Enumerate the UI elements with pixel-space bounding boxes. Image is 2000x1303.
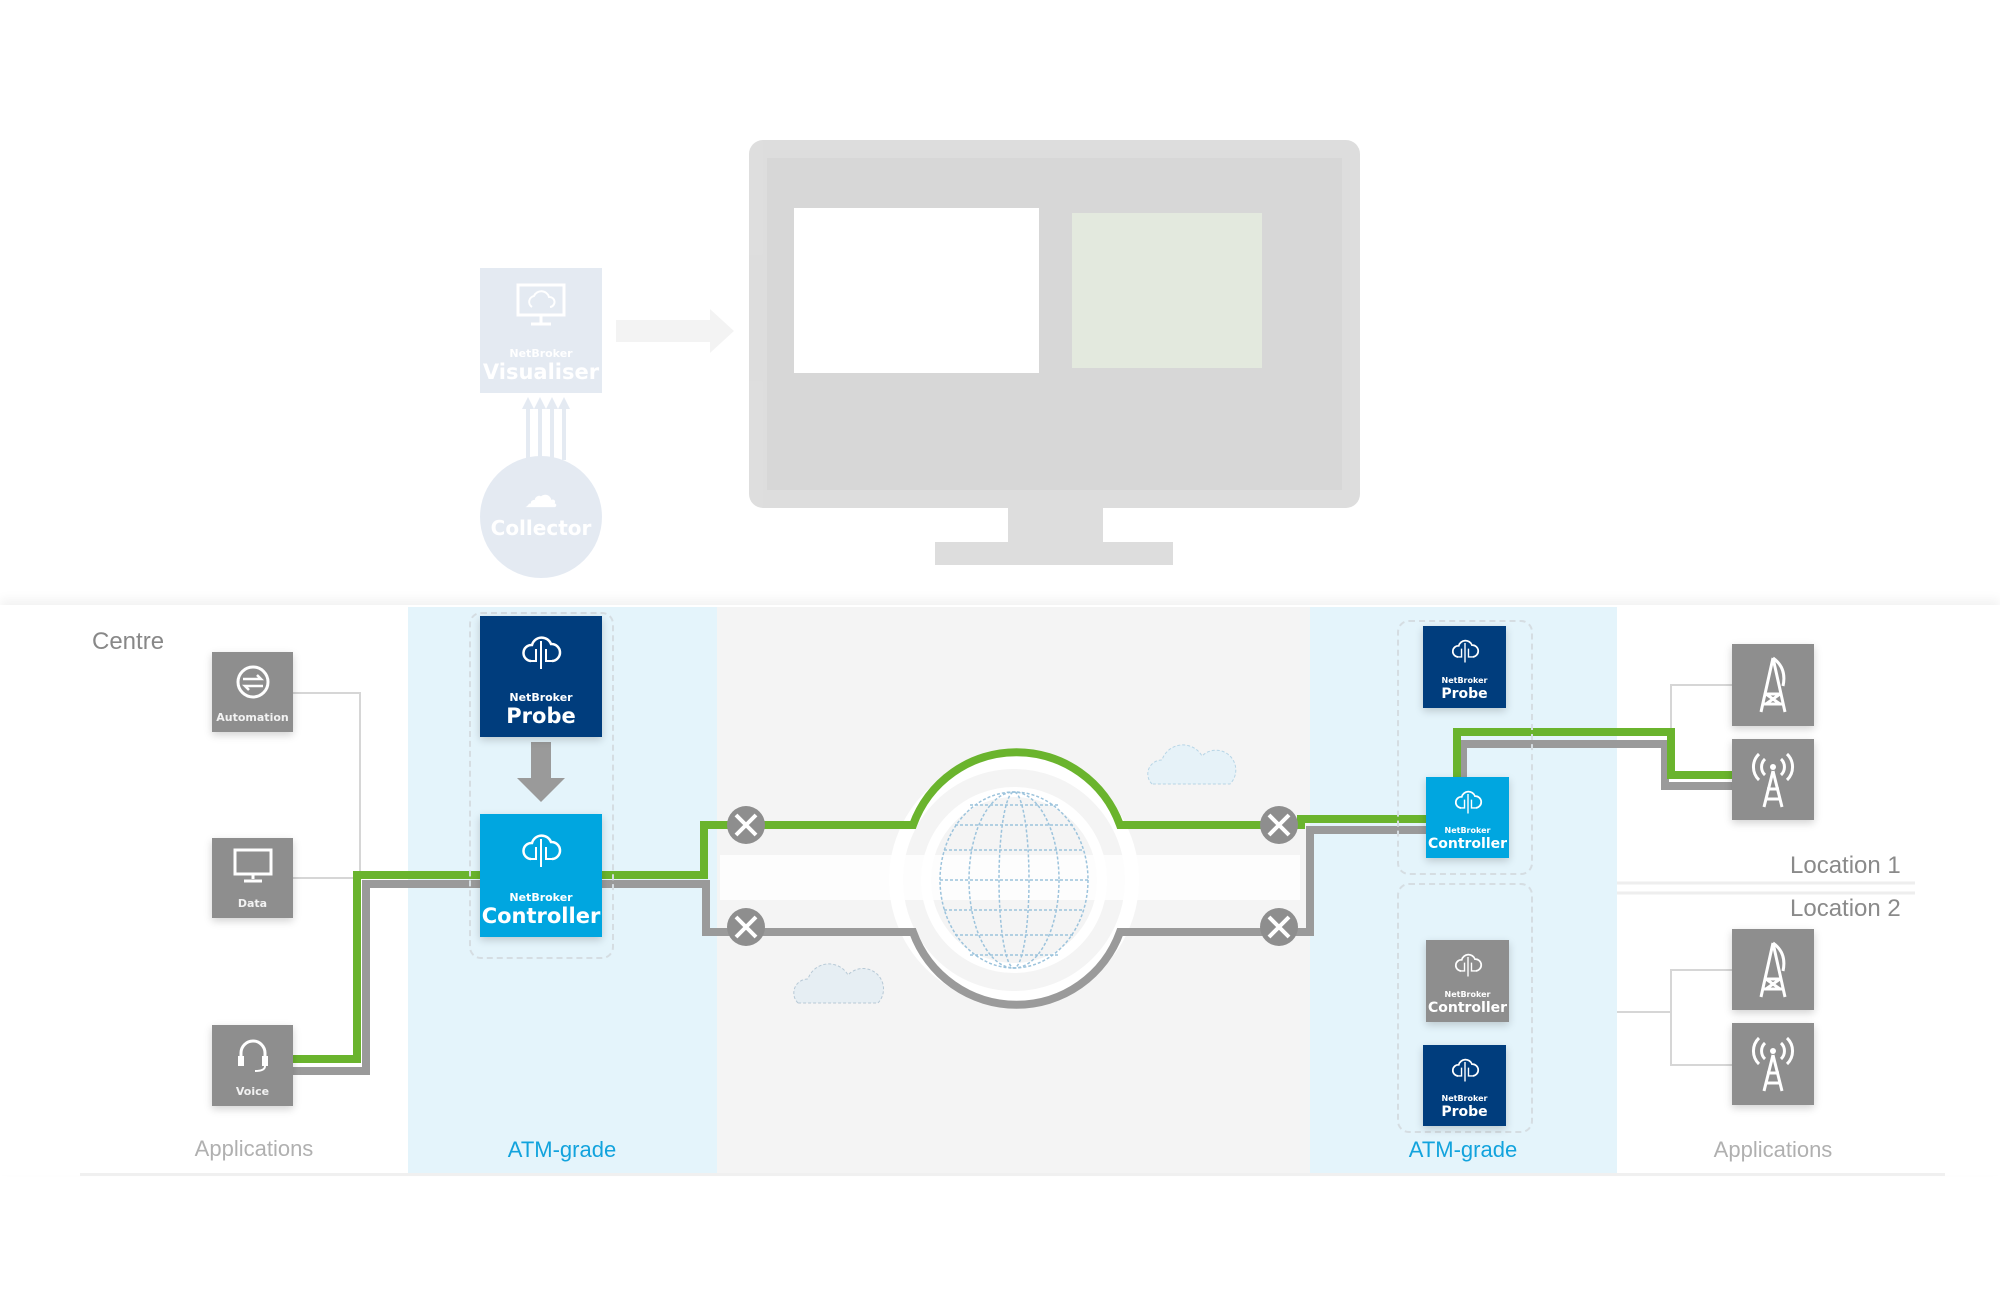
remote-atm-grade-label: ATM-grade: [1408, 1137, 1518, 1162]
remote-group-location2: [1397, 883, 1533, 1133]
router-icons: [727, 806, 1298, 946]
remote-probe-location1[interactable]: NetBroker Probe: [1423, 626, 1506, 708]
app-label: Automation: [216, 711, 289, 724]
location-2-label: Location 2: [1790, 895, 1901, 922]
centre-applications-label: Applications: [194, 1136, 314, 1161]
radio-tower-icon: [1732, 1033, 1814, 1097]
cloud-icon-left: [793, 963, 884, 1004]
remote-group-location1: [1397, 620, 1533, 875]
backup-path: [293, 740, 1732, 1075]
collector-arrows: [522, 397, 570, 460]
link-location2: [1617, 969, 1732, 1066]
cloud-network-icon: [1423, 1055, 1506, 1087]
controller-brand: NetBroker: [1444, 826, 1491, 836]
monitor-icon: [212, 848, 293, 888]
probe-name: Probe: [1441, 1104, 1488, 1121]
headset-icon: [212, 1035, 293, 1079]
visualiser-tile: NetBroker Visualiser: [480, 268, 602, 393]
cloud-icon-right: [1147, 744, 1237, 785]
radar-tower-icon: [1732, 654, 1814, 718]
router-icon: [727, 806, 765, 844]
cloud-network-icon: [480, 829, 602, 873]
app-data[interactable]: Data: [212, 838, 293, 918]
dashboard-screenshot: [767, 158, 1342, 490]
centre-controller[interactable]: NetBroker Controller: [480, 814, 602, 937]
monitor-cloud-icon: [480, 283, 602, 331]
radio-tower-location2[interactable]: [1732, 1023, 1814, 1105]
app-automation[interactable]: Automation: [212, 652, 293, 732]
remote-controller-location2[interactable]: NetBroker Controller: [1426, 940, 1509, 1022]
remote-applications-label: Applications: [1713, 1137, 1833, 1162]
controller-name: Controller: [1427, 1000, 1508, 1017]
router-icon: [1260, 908, 1298, 946]
centre-title: Centre: [92, 628, 165, 655]
arrow-head: [710, 309, 734, 353]
cloud-network-icon: [480, 631, 602, 675]
remote-controller-location1[interactable]: NetBroker Controller: [1426, 777, 1509, 858]
controller-brand: NetBroker: [509, 890, 573, 904]
visualiser-name: Visualiser: [482, 359, 600, 384]
probe-name: Probe: [1441, 686, 1488, 703]
cloud-network-icon: [1426, 787, 1509, 819]
router-icon: [727, 908, 765, 946]
probe-name: Probe: [506, 703, 576, 728]
location-1-label: Location 1: [1790, 852, 1901, 879]
radio-tower-icon: [1732, 749, 1814, 813]
probe-brand: NetBroker: [1441, 676, 1488, 686]
monitor-base: [935, 542, 1173, 565]
app-voice[interactable]: Voice: [212, 1025, 293, 1106]
radio-tower-location1[interactable]: [1732, 739, 1814, 820]
controller-brand: NetBroker: [1444, 990, 1491, 1000]
controller-name: Controller: [1427, 836, 1508, 853]
arrow-right-icon: [616, 320, 711, 342]
airplanes-cycle-icon: [212, 662, 293, 706]
monitor-neck: [1008, 508, 1103, 542]
globe-icon: [939, 791, 1089, 969]
router-icon: [1260, 806, 1298, 844]
monitor-screen: [749, 140, 1360, 508]
centre-node-group: [469, 612, 614, 959]
probe-to-controller-arrow: [517, 742, 565, 802]
primary-path: [293, 728, 1732, 1063]
radar-tower-location2[interactable]: [1732, 929, 1814, 1010]
probe-brand: NetBroker: [1441, 1094, 1488, 1104]
cloud-icon: ☁: [524, 476, 558, 516]
cloud-network-icon: [1423, 636, 1506, 668]
probe-brand: NetBroker: [509, 690, 573, 704]
cloud-network-icon: [1426, 950, 1509, 982]
app-label: Voice: [235, 1085, 270, 1098]
centre-atm-grade-label: ATM-grade: [507, 1137, 617, 1162]
centre-probe[interactable]: NetBroker Probe: [480, 616, 602, 737]
remote-probe-location2[interactable]: NetBroker Probe: [1423, 1045, 1506, 1126]
timeline-panel: [1072, 213, 1262, 368]
collector-node: ☁ Collector: [480, 456, 602, 578]
radar-tower-icon: [1732, 939, 1814, 1003]
visualiser-brand: NetBroker: [509, 346, 573, 360]
radar-tower-location1[interactable]: [1732, 644, 1814, 726]
controller-name: Controller: [481, 903, 601, 928]
link-location1: [1670, 684, 1732, 775]
map-panel: [794, 208, 1039, 373]
location-divider: [1617, 881, 1915, 895]
link-automation: [293, 692, 361, 875]
collector-label: Collector: [490, 516, 592, 540]
visualiser-section: NetBroker Visualiser ☁ Collector: [0, 0, 2000, 605]
app-label: Data: [237, 897, 268, 910]
panel-bottom-border: [80, 1173, 1945, 1176]
